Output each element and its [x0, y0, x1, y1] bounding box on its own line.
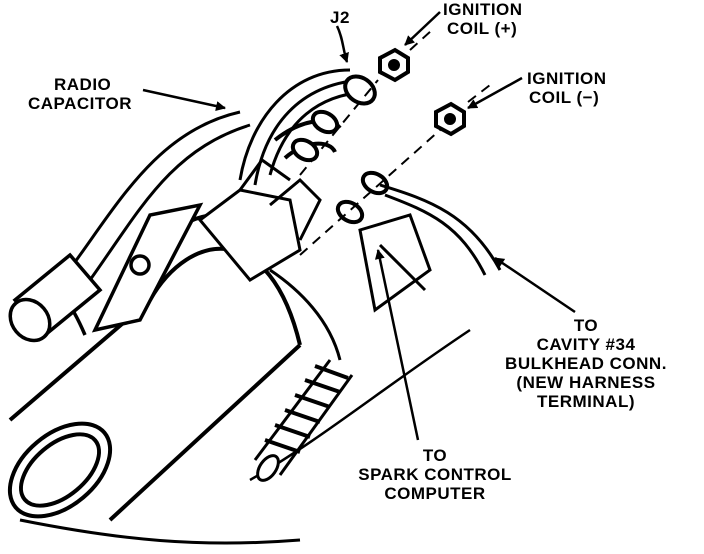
ignition-coil-positive-label: IGNITION COIL (+) [443, 0, 523, 38]
terminal-nuts [378, 47, 466, 137]
j2-label: J2 [330, 8, 350, 27]
ignition-coil-negative-label: IGNITION COIL (−) [527, 69, 607, 107]
coil-bracket [39, 202, 204, 336]
j2-wire-harness [238, 68, 377, 186]
cavity-34-label: TO CAVITY #34 BULKHEAD CONN. (NEW HARNES… [505, 316, 667, 411]
spark-control-leader [374, 249, 420, 441]
fender-outline [19, 518, 301, 545]
radio-capacitor-leader [142, 88, 226, 111]
j2-leader [335, 25, 349, 63]
coil-neg-leader [467, 76, 523, 110]
bulkhead-harness [358, 183, 502, 313]
coil-pos-leader [404, 11, 441, 46]
assembly-lines [299, 29, 491, 256]
radio-capacitor-label: RADIO CAPACITOR [28, 75, 132, 113]
coil-terminals [197, 157, 322, 282]
cavity-leader [494, 256, 576, 314]
spark-control-computer-label: TO SPARK CONTROL COMPUTER [358, 446, 512, 503]
spark-wire-boot [253, 268, 354, 482]
radio-capacitor [8, 110, 251, 343]
leader-lines [142, 11, 576, 441]
